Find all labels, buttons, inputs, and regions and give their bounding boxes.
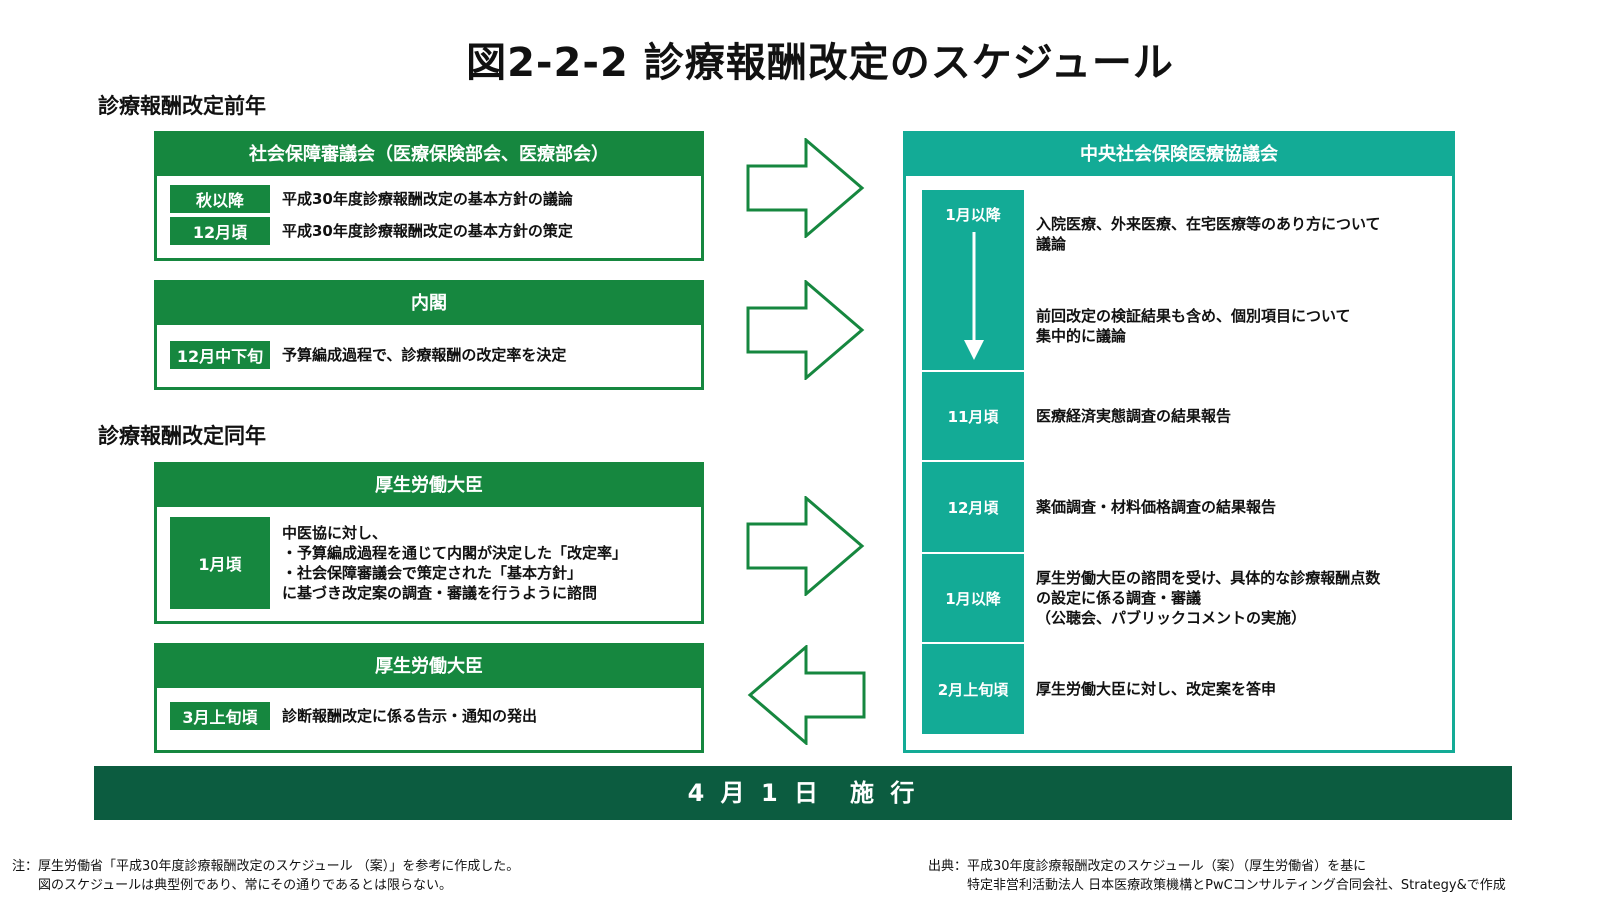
row-text-line: ・予算編成過程を通じて内閣が決定した「改定率」 xyxy=(282,544,628,562)
enforcement-bar: 4 月 1 日 施 行 xyxy=(94,766,1512,820)
row-text-line: 前回改定の検証結果も含め、個別項目について xyxy=(1036,307,1351,325)
note-line: 特定非営利活動法人 日本医療政策機構とPwCコンサルティング合同会社、Strat… xyxy=(928,878,1506,893)
note-left: 注：厚生労働省「平成30年度診療報酬改定のスケジュール （案）」を参考に作成した… xyxy=(12,857,519,895)
period-tag: 1月頃 xyxy=(170,517,270,609)
schedule-row: 12月頃 平成30年度診療報酬改定の基本方針の策定 xyxy=(170,217,573,245)
row-text-multiline: 中医協に対し、 ・予算編成過程を通じて内閣が決定した「改定率」 ・社会保障審議会… xyxy=(282,517,627,609)
arrow-down-icon xyxy=(964,232,984,360)
period-cell: 2月上旬頃 xyxy=(922,644,1024,734)
box-header: 厚生労働大臣 xyxy=(157,465,701,507)
period-cell-label: 1月以降 xyxy=(945,589,1001,608)
row-text-multiline: 厚生労働大臣の諮問を受け、具体的な診療報酬点数 の設定に係る調査・審議 （公聴会… xyxy=(1036,568,1380,628)
row-text: 診断報酬改定に係る告示・通知の発出 xyxy=(282,707,538,725)
row-text-line: ・社会保障審議会で策定された「基本方針」 xyxy=(282,564,583,582)
row-text-line: の設定に係る調査・審議 xyxy=(1036,589,1202,607)
row-text-multiline: 入院医療、外来医療、在宅医療等のあり方について 議論 xyxy=(1036,214,1381,254)
arrow-right-icon xyxy=(746,280,865,380)
period-tag: 秋以降 xyxy=(170,185,270,213)
box-header: 社会保障審議会（医療保険部会、医療部会） xyxy=(157,134,701,176)
schedule-row: 秋以降 平成30年度診療報酬改定の基本方針の議論 xyxy=(170,185,573,213)
row-text: 医療経済実態調査の結果報告 xyxy=(1036,407,1232,425)
box-mhlw-minister-consult: 厚生労働大臣 1月頃 中医協に対し、 ・予算編成過程を通じて内閣が決定した「改定… xyxy=(154,462,704,624)
box-header: 厚生労働大臣 xyxy=(157,646,701,688)
arrow-right-icon xyxy=(746,496,865,596)
period-cell: 11月頃 xyxy=(922,372,1024,460)
row-text: 厚生労働大臣に対し、改定案を答申 xyxy=(1036,680,1277,698)
period-cell: 12月頃 xyxy=(922,462,1024,552)
schedule-row: 1月頃 中医協に対し、 ・予算編成過程を通じて内閣が決定した「改定率」 ・社会保… xyxy=(170,517,627,609)
section-label-prev-year: 診療報酬改定前年 xyxy=(98,94,266,118)
period-tag: 12月頃 xyxy=(170,217,270,245)
row-text: 平成30年度診療報酬改定の基本方針の議論 xyxy=(282,190,573,208)
row-text-line: 中医協に対し、 xyxy=(282,524,388,542)
note-line: 図のスケジュールは典型例であり、常にその通りであるとは限らない。 xyxy=(12,878,453,893)
schedule-row: 3月上旬頃 診断報酬改定に係る告示・通知の発出 xyxy=(170,702,537,730)
box-header: 内閣 xyxy=(157,283,701,325)
schedule-row: 12月中下旬 予算編成過程で、診療報酬の改定率を決定 xyxy=(170,341,566,369)
row-text-multiline: 前回改定の検証結果も含め、個別項目について 集中的に議論 xyxy=(1036,306,1351,346)
period-cell-label: 11月頃 xyxy=(947,407,999,426)
row-text: 薬価調査・材料価格調査の結果報告 xyxy=(1036,498,1277,516)
row-text-line: （公聴会、パブリックコメントの実施） xyxy=(1036,609,1307,627)
row-text-line: に基づき改定案の調査・審議を行うように諮問 xyxy=(282,584,598,602)
row-text: 予算編成過程で、診療報酬の改定率を決定 xyxy=(282,346,567,364)
box-header: 中央社会保険医療協議会 xyxy=(906,134,1452,176)
section-label-same-year: 診療報酬改定同年 xyxy=(98,424,266,448)
row-text-line: 議論 xyxy=(1036,235,1067,253)
period-cell-label: 12月頃 xyxy=(947,498,999,517)
row-text-line: 厚生労働大臣の諮問を受け、具体的な診療報酬点数 xyxy=(1036,569,1381,587)
row-text: 平成30年度診療報酬改定の基本方針の策定 xyxy=(282,222,573,240)
box-chuikyo: 中央社会保険医療協議会 1月以降 入院医療、外来医療、在宅医療等のあり方について… xyxy=(903,131,1455,753)
row-text-line: 集中的に議論 xyxy=(1036,327,1127,345)
note-line: 出典：平成30年度診療報酬改定のスケジュール（案）（厚生労働省）を基に xyxy=(928,859,1367,874)
box-mhlw-minister-notice: 厚生労働大臣 3月上旬頃 診断報酬改定に係る告示・通知の発出 xyxy=(154,643,704,753)
page-title: 図2-2-2 診療報酬改定のスケジュール xyxy=(466,40,1174,86)
arrow-right-icon xyxy=(746,138,865,238)
row-text-line: 入院医療、外来医療、在宅医療等のあり方について xyxy=(1036,215,1381,233)
arrow-left-icon xyxy=(747,645,866,745)
box-cabinet: 内閣 12月中下旬 予算編成過程で、診療報酬の改定率を決定 xyxy=(154,280,704,390)
period-cell-label: 1月以降 xyxy=(945,206,1001,224)
box-social-security-council: 社会保障審議会（医療保険部会、医療部会） 秋以降 平成30年度診療報酬改定の基本… xyxy=(154,131,704,261)
period-cell: 1月以降 xyxy=(922,554,1024,642)
period-tag: 12月中下旬 xyxy=(170,341,270,369)
period-cell-label: 2月上旬頃 xyxy=(937,680,1009,699)
period-tag: 3月上旬頃 xyxy=(170,702,270,730)
note-line: 注：厚生労働省「平成30年度診療報酬改定のスケジュール （案）」を参考に作成した… xyxy=(12,859,520,874)
note-source: 出典：平成30年度診療報酬改定のスケジュール（案）（厚生労働省）を基に 特定非営… xyxy=(928,857,1506,895)
